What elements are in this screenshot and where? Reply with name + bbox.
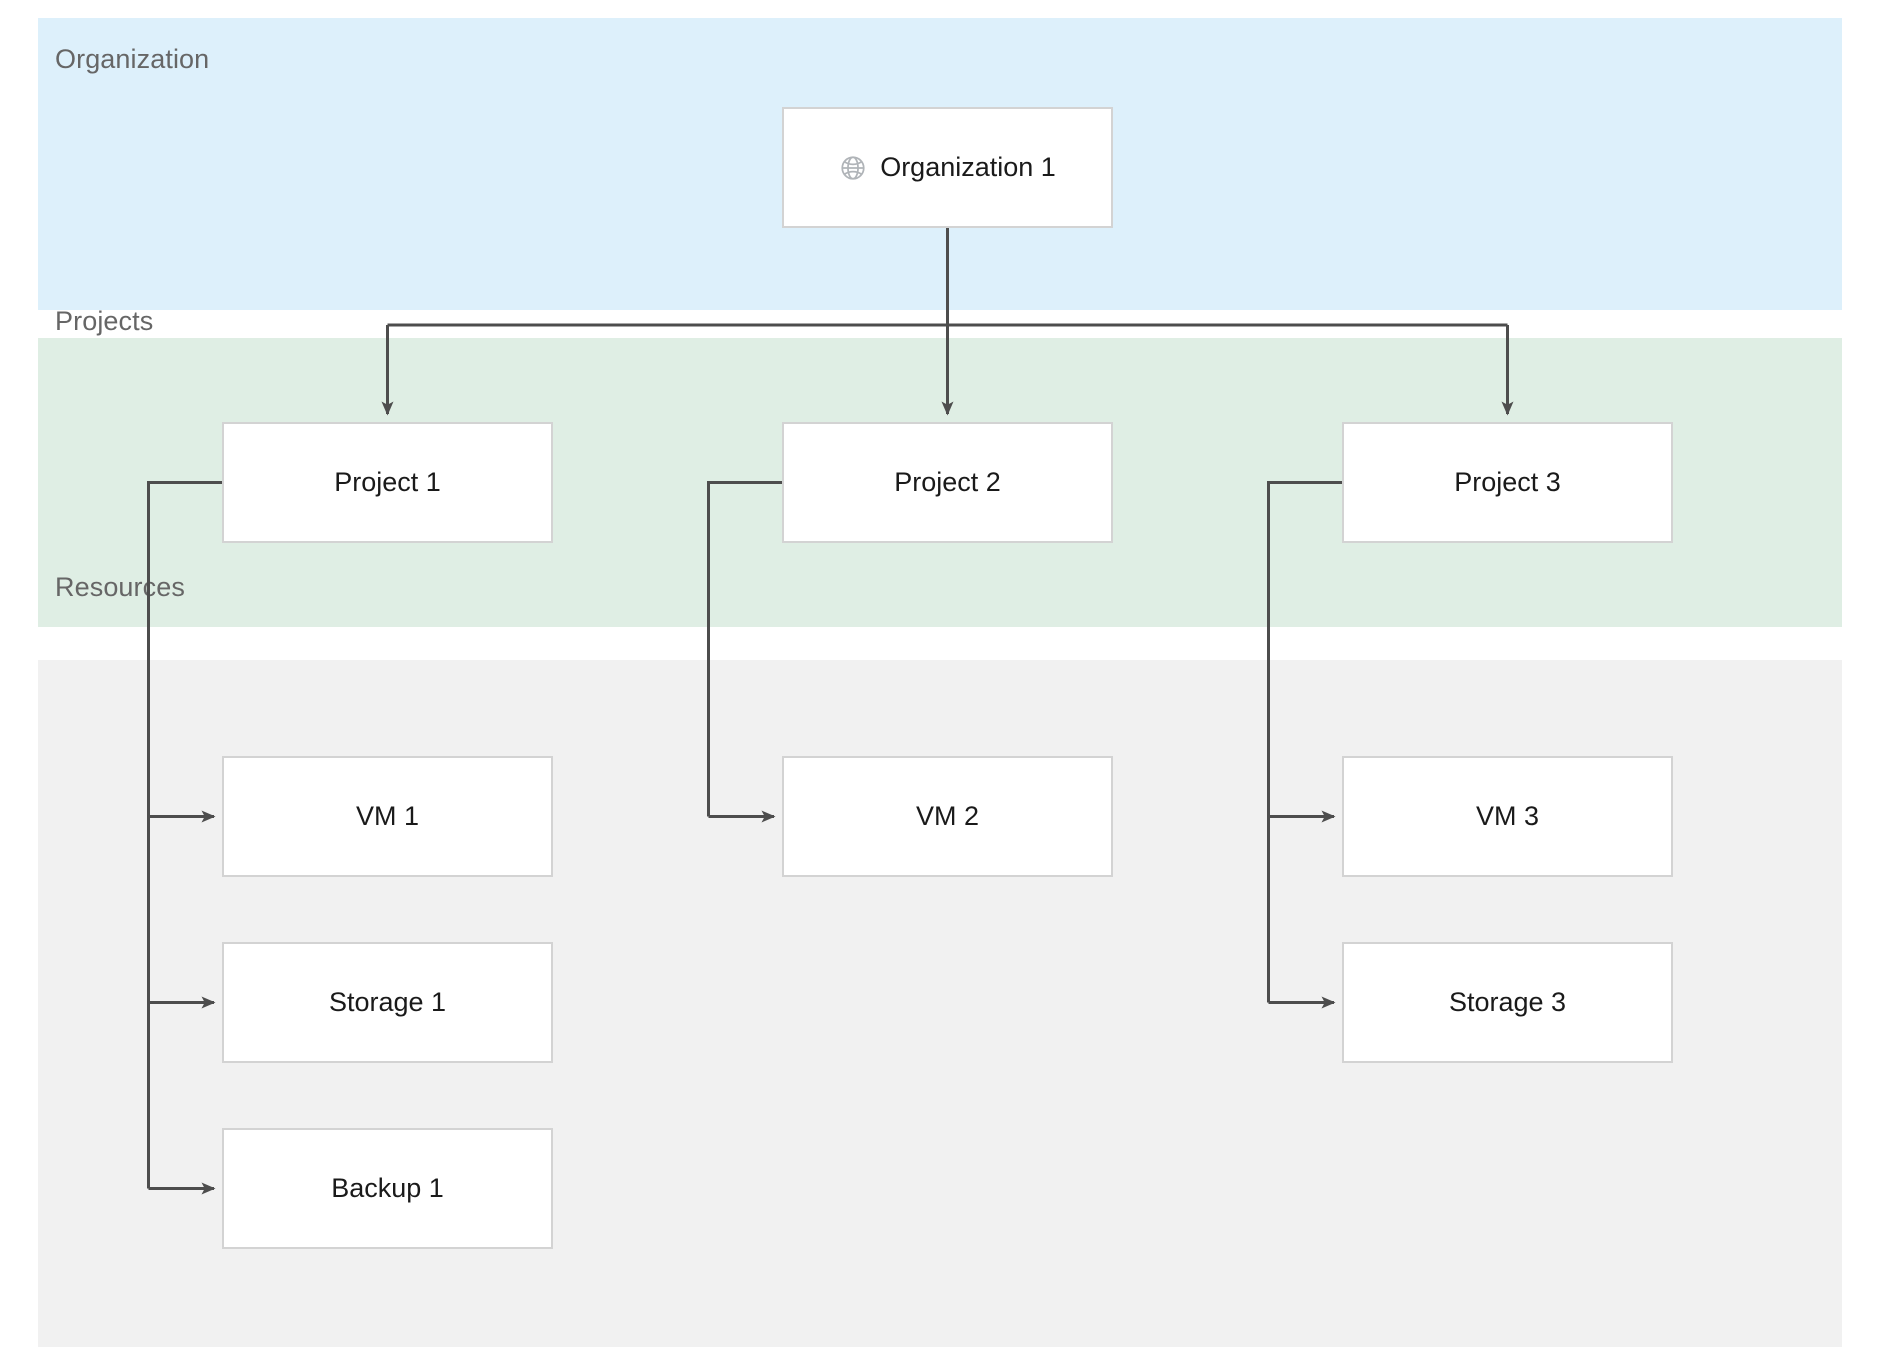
node-label-text: Storage 3 [1448, 987, 1567, 1017]
node-organization-1[interactable]: Organization 1 [782, 107, 1113, 228]
globe-icon [839, 154, 867, 182]
node-label-text: VM 1 [355, 801, 420, 831]
node-label: Organization 1 [839, 152, 1056, 183]
node-label-text: Organization 1 [880, 152, 1056, 182]
node-label-text: VM 2 [915, 801, 980, 831]
swimlane-label-organization: Organization [55, 44, 210, 74]
node-backup-1[interactable]: Backup 1 [222, 1128, 553, 1249]
node-project-1[interactable]: Project 1 [222, 422, 553, 543]
node-label-text: Project 3 [1454, 467, 1561, 497]
node-vm-3[interactable]: VM 3 [1342, 756, 1673, 877]
node-vm-2[interactable]: VM 2 [782, 756, 1113, 877]
node-storage-1[interactable]: Storage 1 [222, 942, 553, 1063]
node-storage-3[interactable]: Storage 3 [1342, 942, 1673, 1063]
node-label-text: Project 2 [894, 467, 1001, 497]
node-vm-1[interactable]: VM 1 [222, 756, 553, 877]
node-label-text: Project 1 [334, 467, 441, 497]
swimlane-label-resources: Resources [55, 572, 185, 602]
node-project-2[interactable]: Project 2 [782, 422, 1113, 543]
node-label-text: Backup 1 [331, 1173, 444, 1203]
node-label-text: Storage 1 [328, 987, 447, 1017]
node-label-text: VM 3 [1475, 801, 1540, 831]
node-project-3[interactable]: Project 3 [1342, 422, 1673, 543]
swimlane-label-projects: Projects [55, 306, 154, 336]
